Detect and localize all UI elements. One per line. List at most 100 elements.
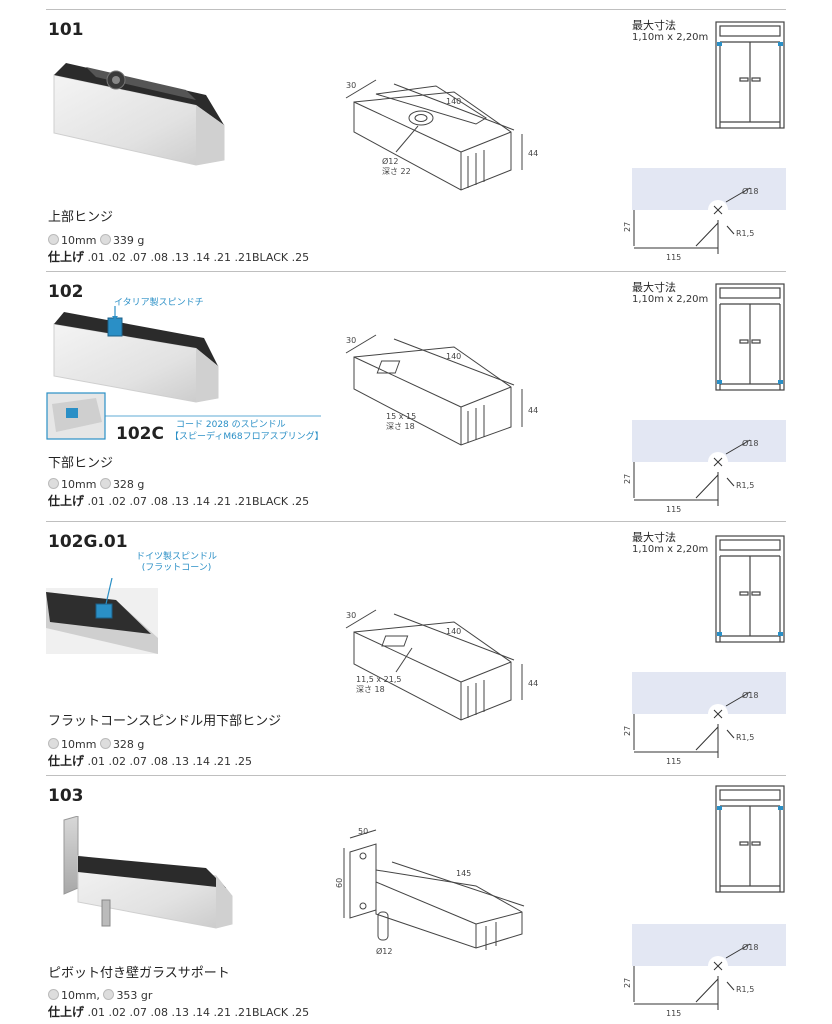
door-diagram [715,535,785,643]
detail-height: 27 [623,978,632,988]
detail-diameter: Ø18 [742,438,758,448]
max-size: 最大寸法 1,10m x 2,20m [632,20,708,44]
callout-line-2: (フラットコーン) [141,563,212,573]
callout-floor-spring: 【スピーディM68フロアスプリング】 [170,432,324,442]
max-size-title: 最大寸法 [632,19,676,32]
detail-diameter: Ø18 [742,186,758,196]
finish-line: 仕上げ .01 .02 .07 .08 .13 .14 .21 .21BLACK… [48,248,309,265]
dim-pivot: Ø12 [376,946,392,956]
glass-thickness-icon [48,989,59,1000]
product-section-101: 101 30 140 44 Ø12 深さ 22 [46,9,786,271]
detail-height: 27 [623,222,632,232]
max-size: 最大寸法 1,10m x 2,20m [632,532,708,556]
product-photo [63,816,233,929]
callout-spindle: ドイツ製スピンドル (フラットコーン) [136,552,217,574]
dim-hole-depth: 深さ 18 [356,685,385,694]
detail-radius: R1,5 [736,733,754,742]
glass-thickness-icon [48,478,59,489]
sub-product-code: 102C [116,424,164,444]
glass-thickness: 10mm, [61,989,100,1002]
technical-drawing: 50 145 60 Ø12 [336,827,525,956]
weight: 339 g [112,234,145,247]
dim-length: 140 [446,627,461,636]
max-size: 最大寸法 1,10m x 2,20m [632,282,708,306]
detail-radius: R1,5 [736,481,754,490]
dim-height: 44 [528,149,538,158]
detail-diameter: Ø18 [742,690,758,700]
product-name: ピボット付き壁ガラスサポート [48,966,230,981]
detail-diagram: Ø18 R1,5 27 115 [623,672,786,766]
spindle-inset-photo [46,392,321,440]
dim-length: 140 [446,97,461,106]
detail-radius: R1,5 [736,985,754,994]
product-name: フラットコーンスピンドル用下部ヒンジ [48,714,282,729]
product-code: 102 [48,282,84,302]
product-photo [53,306,219,403]
finish-values: .01 .02 .07 .08 .13 .14 .21 .21BLACK .25 [87,495,310,508]
detail-diameter: Ø18 [742,942,758,952]
detail-width: 115 [666,505,681,514]
dim-plate-height: 60 [336,878,344,888]
glass-thickness: 10mm [61,738,97,751]
glass-thickness-icon [48,738,59,749]
technical-drawing: 30 140 44 15 x 15 深さ 18 [345,334,538,446]
callout-line-1: ドイツ製スピンドル [136,552,218,562]
detail-diagram: Ø18 R1,5 27 115 [623,420,786,514]
product-name: 下部ヒンジ [48,456,114,471]
dim-hole-depth: 深さ 18 [386,422,415,431]
dim-hole-depth: 深さ 22 [382,167,411,176]
product-section-102g01: 102G.01 ドイツ製スピンドル (フラットコーン) 30 140 44 1 [46,521,786,775]
detail-width: 115 [666,1009,681,1018]
dim-hole: Ø12 [382,156,398,166]
weight: 328 g [112,738,145,751]
finish-label: 仕上げ [48,1005,85,1019]
product-spec: 10mm 328 g [48,738,144,752]
weight: 353 gr [116,989,153,1002]
product-name: 上部ヒンジ [48,210,114,225]
callout-spindle-code: コード 2028 のスピンドル [176,420,286,430]
technical-drawing: 30 140 44 Ø12 深さ 22 [345,79,538,191]
glass-thickness-icon [48,234,59,245]
product-section-103: 103 50 145 60 Ø12 [46,775,786,1024]
weight-icon [99,234,111,245]
product-spec: 10mm 328 g [48,478,144,492]
weight-icon [99,478,111,489]
product-code: 101 [48,20,84,40]
weight-icon [103,989,115,1000]
dim-hole: 11,5 x 21,5 [356,675,401,684]
product-section-102: 102 イタリア製スピンドチ 102C コード 2028 のスピンドル 【スピー… [46,271,786,521]
dim-height: 44 [528,679,538,688]
max-size-value: 1,10m x 2,20m [632,294,709,305]
detail-width: 115 [666,757,681,766]
dim-plate-width: 50 [358,827,368,836]
detail-radius: R1,5 [736,229,754,238]
finish-label: 仕上げ [48,754,85,768]
dim-depth: 30 [346,611,356,620]
finish-line: 仕上げ .01 .02 .07 .08 .13 .14 .21 .25 [48,752,252,769]
dim-length: 145 [456,869,471,878]
dim-height: 44 [528,406,538,415]
door-diagram [715,21,785,129]
door-diagram [715,785,785,893]
product-code: 102G.01 [48,532,128,552]
detail-diagram: Ø18 R1,5 27 115 [623,168,786,262]
finish-values: .01 .02 .07 .08 .13 .14 .21 .21BLACK .25 [87,1006,310,1019]
finish-values: .01 .02 .07 .08 .13 .14 .21 .21BLACK .25 [87,251,310,264]
dim-hole: 15 x 15 [386,412,416,421]
max-size-value: 1,10m x 2,20m [632,32,709,43]
finish-label: 仕上げ [48,494,85,508]
product-code: 103 [48,786,84,806]
max-size-value: 1,10m x 2,20m [632,544,709,555]
detail-height: 27 [623,474,632,484]
finish-line: 仕上げ .01 .02 .07 .08 .13 .14 .21 .21BLACK… [48,492,309,509]
weight-icon [99,738,111,749]
dim-length: 140 [446,352,461,361]
detail-height: 27 [623,726,632,736]
product-spec: 10mm, 353 gr [48,989,152,1003]
glass-thickness: 10mm [61,234,97,247]
dim-depth: 30 [346,81,356,90]
door-diagram [715,283,785,391]
finish-values: .01 .02 .07 .08 .13 .14 .21 .25 [87,755,252,768]
finish-line: 仕上げ .01 .02 .07 .08 .13 .14 .21 .21BLACK… [48,1003,309,1020]
finish-label: 仕上げ [48,250,85,264]
